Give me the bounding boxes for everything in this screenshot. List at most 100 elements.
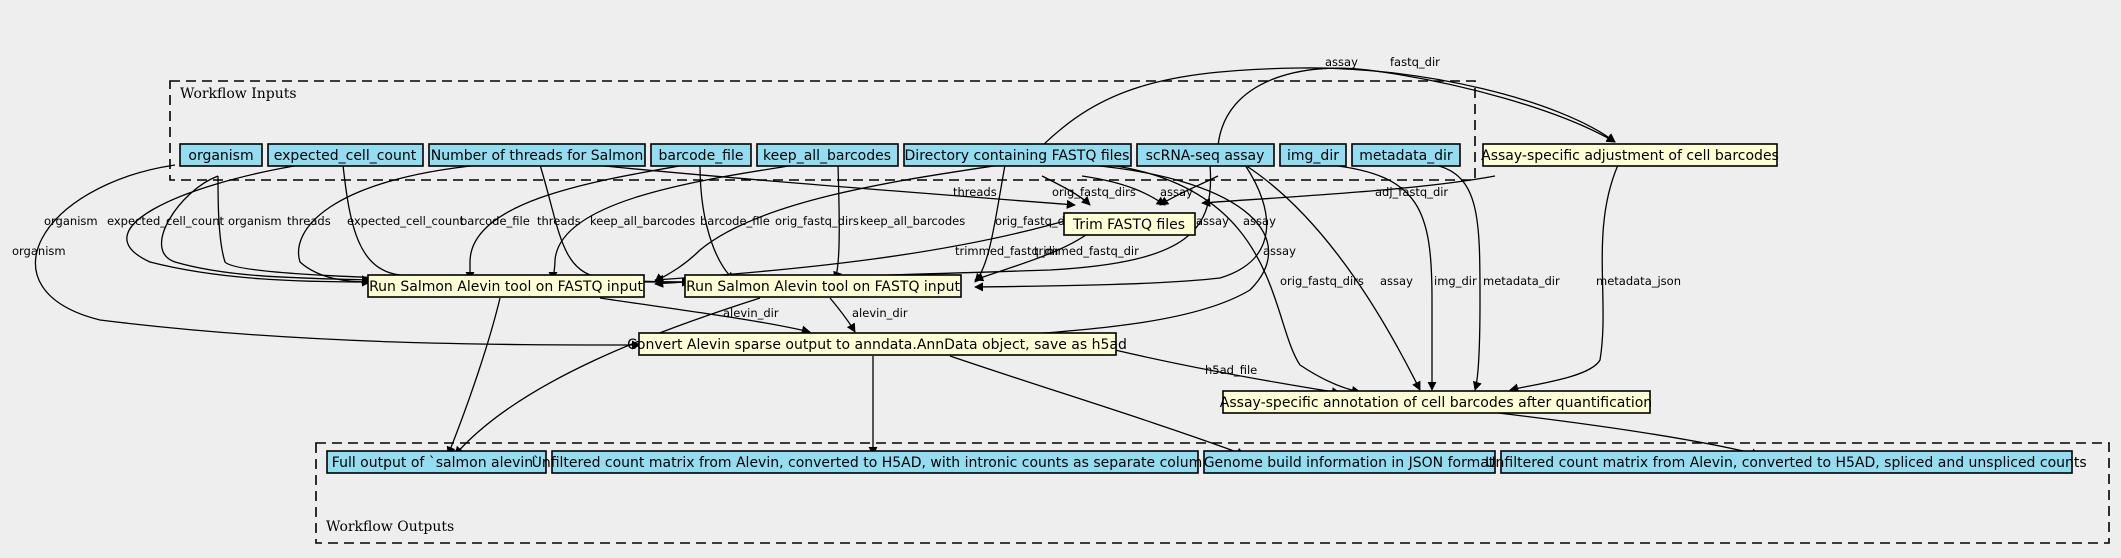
edge-threads-to-trim	[584, 163, 1076, 209]
edge-label-fastq-dir: fastq_dir	[1390, 55, 1440, 69]
node-convert[interactable]: Convert Alevin sparse output to anndata.…	[627, 332, 1127, 356]
edge-label-orig-fastq-dirs-2: orig_fastq_dirs	[995, 214, 1079, 228]
edge-salmon2-to-convert	[829, 297, 856, 333]
node-out-intronic[interactable]: Unfiltered count matrix from Alevin, con…	[532, 450, 1219, 474]
node-salmon-1-label: Run Salmon Alevin tool on FASTQ input	[369, 279, 643, 295]
edge-convert-to-genome	[949, 355, 1246, 457]
edge-organism-to-salmon1	[161, 175, 371, 285]
edge-adjust-to-trim	[1201, 175, 1496, 207]
edge-trim-to-salmon2	[974, 231, 1091, 282]
node-salmon-1[interactable]: Run Salmon Alevin tool on FASTQ input	[367, 274, 645, 298]
node-barcode-file-label: barcode_file	[659, 148, 744, 164]
edge-label-organism-3: organism	[12, 244, 66, 258]
node-assay[interactable]: scRNA-seq assay	[1136, 143, 1275, 167]
node-trim-fastq-label: Trim FASTQ files	[1072, 217, 1185, 233]
edge-keep-to-salmon1	[548, 164, 796, 281]
node-annotate-label: Assay-specific annotation of cell barcod…	[1220, 395, 1652, 411]
edge-salmon1-to-out	[446, 297, 501, 456]
node-img-dir-label: img_dir	[1287, 148, 1339, 164]
edge-organism-to-salmon2	[217, 175, 691, 287]
edge-assay-to-salmon2	[974, 164, 1268, 292]
edge-label-orig-fastq-dirs-3: orig_fastq_dirs	[1280, 274, 1364, 288]
edge-threads-to-salmon1	[298, 164, 481, 287]
edge-label-img-dir: img_dir	[1434, 274, 1477, 288]
edge-label-orig-fastq-dirs-trim: orig_fastq_dirs	[1052, 185, 1136, 199]
edge-fastqdir-to-trim-2	[1081, 175, 1166, 206]
edge-salmon1-to-convert	[599, 297, 811, 335]
edge-fastqdir-to-convert	[969, 164, 1270, 343]
edge-label-threads-trim: threads	[953, 185, 997, 199]
edge-label-metadata-json: metadata_json	[1596, 274, 1681, 288]
edge-label-alevin-dir-1: alevin_dir	[723, 306, 779, 320]
edge-label-assay-convert: assay	[1263, 244, 1296, 258]
node-out-spliced[interactable]: Unfiltered count matrix from Alevin, con…	[1485, 450, 2087, 474]
edge-label-alevin-dir-2: alevin_dir	[852, 306, 908, 320]
edge-label-assay-trim: assay	[1160, 185, 1193, 199]
edge-label-keep-all-barcodes-1: keep_all_barcodes	[590, 214, 695, 228]
edge-fastqdir-to-annotate	[1109, 164, 1361, 395]
edge-label-trimmed-fastq-dir-1: trimmed_fastq_dir	[955, 244, 1060, 258]
edge-label-barcode-file-1: barcode_file	[460, 214, 530, 228]
edge-label-adj-fastq-dir: adj_fastq_dir	[1375, 185, 1448, 199]
node-annotate[interactable]: Assay-specific annotation of cell barcod…	[1220, 390, 1652, 414]
node-keep-all-barcodes[interactable]: keep_all_barcodes	[756, 143, 899, 167]
node-fastq-dir[interactable]: Directory containing FASTQ files	[903, 143, 1132, 167]
edge-label-threads-2: threads	[537, 214, 581, 228]
edge-salmon2-to-out	[454, 297, 761, 456]
edge-label-barcode-file-2: barcode_file	[700, 214, 770, 228]
edge-label-assay-top: assay	[1325, 55, 1358, 69]
edge-label-assay-salmon2: assay	[1243, 214, 1276, 228]
node-img-dir[interactable]: img_dir	[1279, 143, 1347, 167]
edge-label-keep-all-barcodes-2: keep_all_barcodes	[860, 214, 965, 228]
node-expected-cell-count-label: expected_cell_count	[274, 148, 417, 164]
node-threads-label: Number of threads for Salmon	[431, 148, 643, 164]
node-out-salmon[interactable]: Full output of `salmon alevin`	[326, 450, 547, 474]
edge-fastqdir-to-trim	[1041, 175, 1091, 206]
edge-label-threads-1: threads	[287, 214, 331, 228]
workflow-inputs-cluster: Workflow Inputs	[169, 80, 1476, 181]
edge-label-assay-salmon1: assay	[1196, 214, 1229, 228]
node-barcode-file[interactable]: barcode_file	[650, 143, 752, 167]
edge-assay-to-adjust	[1217, 67, 1616, 147]
edge-label-organism-1: organism	[44, 214, 98, 228]
node-out-genome-label: Genome build information in JSON format	[1204, 455, 1495, 471]
edge-label-orig-fastq-dirs-1: orig_fastq_dirs	[775, 214, 859, 228]
edge-convert-to-annotate	[1114, 349, 1341, 397]
node-convert-label: Convert Alevin sparse output to anndata.…	[627, 337, 1127, 353]
edge-adjust-to-annotate	[1509, 164, 1619, 393]
edge-label-expected-cell-count-1: expected_cell_count	[107, 214, 224, 228]
node-out-spliced-label: Unfiltered count matrix from Alevin, con…	[1485, 455, 2086, 471]
workflow-outputs-label: Workflow Outputs	[326, 519, 454, 535]
edge-label-assay-annotate: assay	[1380, 274, 1413, 288]
edge-imgdir-to-annotate	[1329, 164, 1437, 391]
node-assay-label: scRNA-seq assay	[1146, 148, 1265, 164]
node-out-genome[interactable]: Genome build information in JSON format	[1203, 450, 1496, 474]
edge-label-expected-cell-count-2: expected_cell_count	[347, 214, 464, 228]
node-adjust-barcodes[interactable]: Assay-specific adjustment of cell barcod…	[1481, 143, 1779, 167]
edge-label-trimmed-fastq-dir-2: trimmed_fastq_dir	[1034, 244, 1139, 258]
node-trim-fastq[interactable]: Trim FASTQ files	[1063, 212, 1196, 236]
node-keep-all-barcodes-label: keep_all_barcodes	[763, 148, 891, 164]
node-metadata-dir[interactable]: metadata_dir	[1351, 143, 1461, 167]
edge-labels: assay fastq_dir adj_fastq_dir threads or…	[12, 55, 1681, 377]
edge-ecc-to-salmon1	[126, 164, 371, 287]
node-fastq-dir-label: Directory containing FASTQ files	[905, 148, 1130, 164]
node-expected-cell-count[interactable]: expected_cell_count	[267, 143, 424, 167]
node-metadata-dir-label: metadata_dir	[1359, 148, 1453, 164]
edge-fastqdir-to-adjust	[1041, 67, 1616, 147]
edge-annotate-to-spliced	[1489, 411, 1761, 458]
edge-organism-to-convert	[34, 164, 641, 350]
edge-label-organism-2: organism	[228, 214, 282, 228]
workflow-inputs-label: Workflow Inputs	[180, 86, 297, 102]
edge-label-h5ad-file: h5ad_file	[1205, 363, 1257, 377]
node-organism-label: organism	[188, 148, 253, 164]
node-out-intronic-label: Unfiltered count matrix from Alevin, con…	[532, 455, 1219, 471]
node-adjust-barcodes-label: Assay-specific adjustment of cell barcod…	[1481, 148, 1779, 164]
node-out-salmon-label: Full output of `salmon alevin`	[332, 455, 540, 471]
edge-fastqdir-to-salmon1	[654, 164, 1001, 283]
edge-barcode-to-salmon1	[465, 164, 686, 281]
node-threads[interactable]: Number of threads for Salmon	[428, 143, 646, 167]
node-organism[interactable]: organism	[179, 143, 263, 167]
node-salmon-2[interactable]: Run Salmon Alevin tool on FASTQ input	[684, 274, 962, 298]
